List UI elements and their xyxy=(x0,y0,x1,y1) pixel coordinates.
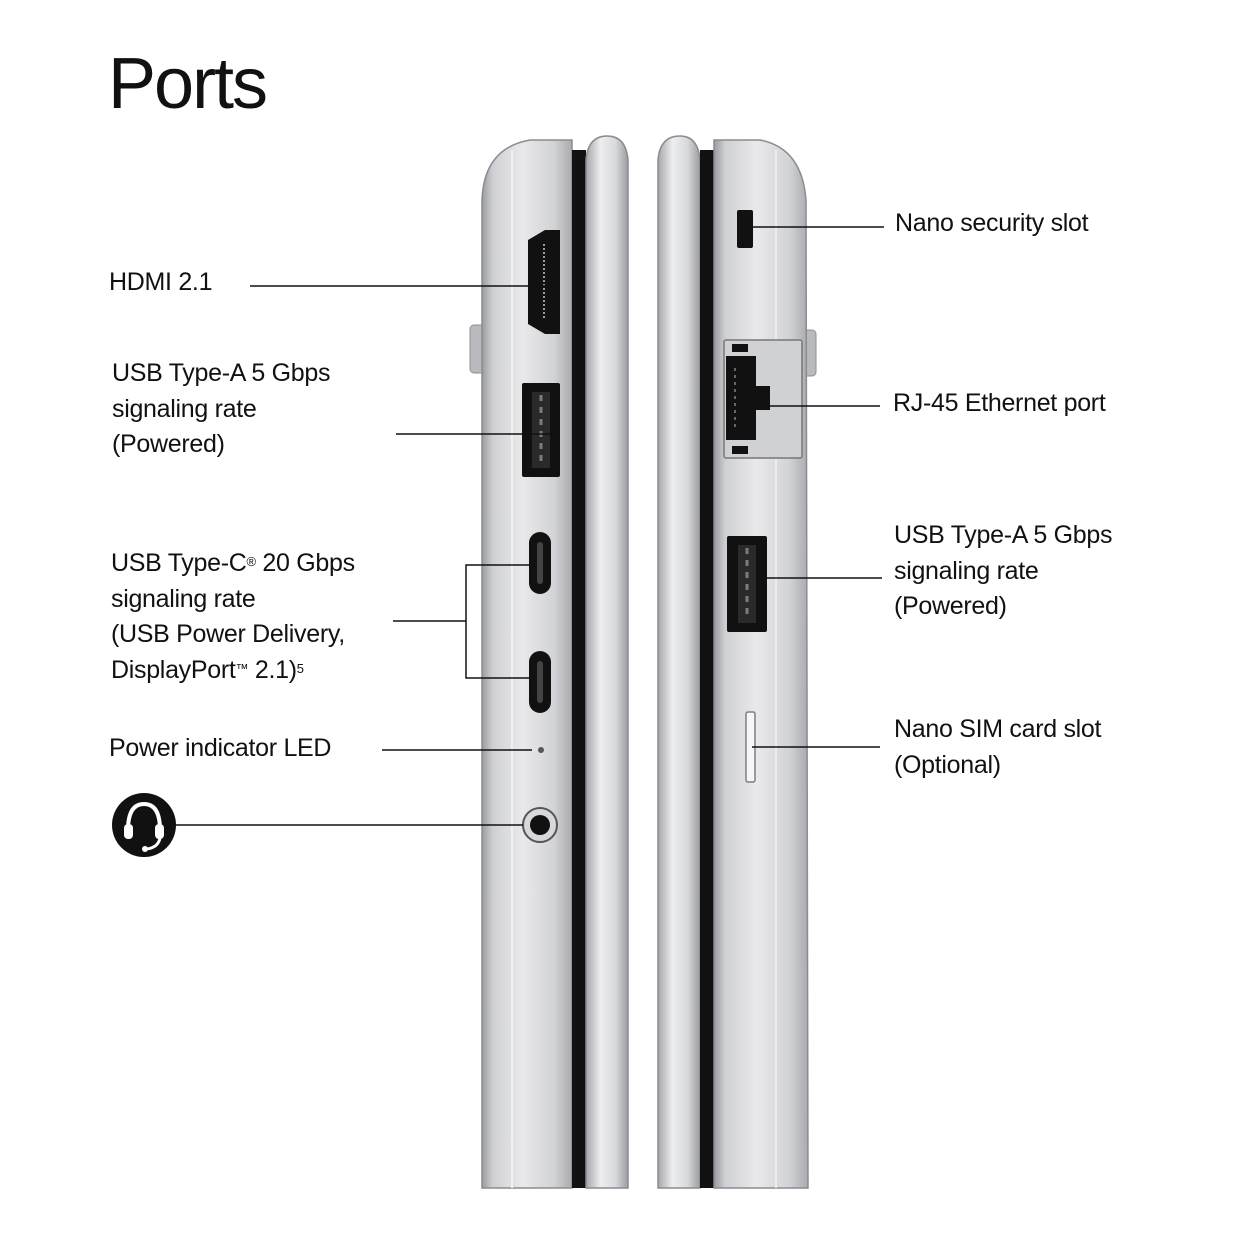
label-hdmi: HDMI 2.1 xyxy=(109,268,213,296)
label-usb-a-right: USB Type-A 5 Gbps signaling rate (Powere… xyxy=(894,521,1113,620)
headset-icon xyxy=(112,793,176,857)
page-title: Ports xyxy=(108,44,268,124)
usb-a-port-right xyxy=(727,536,767,632)
label-sim-slot: Nano SIM card slot (Optional) xyxy=(894,715,1102,779)
nano-security-slot xyxy=(737,210,753,248)
left-lid xyxy=(585,135,629,1189)
right-gap xyxy=(700,150,714,1188)
right-chassis xyxy=(713,139,809,1189)
left-side-view xyxy=(175,135,629,1189)
rj45-port xyxy=(723,339,803,459)
power-led xyxy=(538,747,544,753)
label-ethernet: RJ-45 Ethernet port xyxy=(893,389,1106,417)
label-power-led: Power indicator LED xyxy=(109,734,332,762)
hdmi-port xyxy=(528,230,560,334)
leader-usb-c xyxy=(393,564,530,679)
label-usb-c: USB Type-C® 20 Gbps signaling rate (USB … xyxy=(111,549,355,684)
right-lid xyxy=(657,135,701,1189)
label-security-slot: Nano security slot xyxy=(895,209,1089,237)
label-usb-a-left: USB Type-A 5 Gbps signaling rate (Powere… xyxy=(112,359,331,458)
right-side-view xyxy=(657,135,884,1189)
usb-a-port-left xyxy=(522,383,560,477)
left-gap xyxy=(572,150,586,1188)
audio-jack xyxy=(522,807,558,843)
